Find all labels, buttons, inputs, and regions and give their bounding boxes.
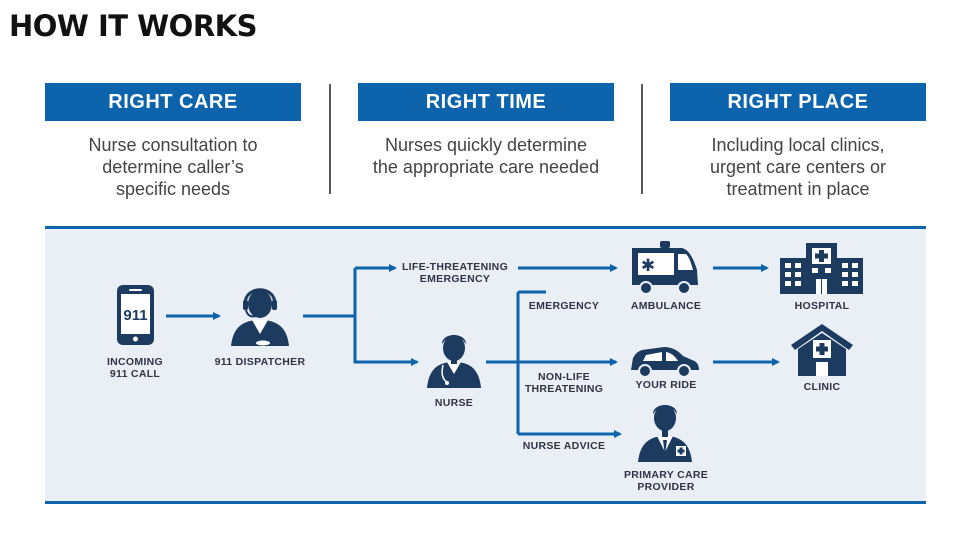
right-place-line-3: treatment in place xyxy=(726,179,870,199)
nurse-advice-label: NURSE ADVICE xyxy=(522,440,606,452)
dispatcher-icon xyxy=(231,288,289,346)
clinic-label: CLINIC xyxy=(803,381,841,393)
right-time-heading: RIGHT TIME xyxy=(358,83,614,121)
arrow-to-nurse xyxy=(353,316,419,366)
phone-number: 911 xyxy=(123,307,147,324)
dispatcher-label: 911 DISPATCHER xyxy=(214,356,306,368)
right-care-text: Nurse consultation to determine caller’s… xyxy=(45,134,301,200)
ambulance-icon: ✱ xyxy=(632,241,698,295)
emergency-label: EMERGENCY xyxy=(528,300,600,312)
right-time-line-1: Nurses quickly determine xyxy=(384,135,588,155)
incoming-call-label: INCOMING 911 CALL xyxy=(95,356,175,380)
your-ride-label: YOUR RIDE xyxy=(635,379,697,391)
primary-care-line-2: PROVIDER xyxy=(637,481,695,493)
phone-icon: 911 xyxy=(117,285,154,345)
non-life-threatening-line-1: NON-LIFE xyxy=(538,371,590,383)
right-place-heading: RIGHT PLACE xyxy=(670,83,926,121)
life-threatening-label: LIFE-THREATENING EMERGENCY xyxy=(395,261,515,285)
primary-care-line-1: PRIMARY CARE xyxy=(623,469,709,481)
primary-care-label: PRIMARY CARE PROVIDER xyxy=(612,469,720,493)
right-care-heading: RIGHT CARE xyxy=(45,83,301,121)
right-care-line-1: Nurse consultation to xyxy=(88,135,258,155)
non-life-threatening-line-2: THREATENING xyxy=(524,383,604,395)
right-time-line-2: the appropriate care needed xyxy=(372,157,600,177)
hospital-label: HOSPITAL xyxy=(794,300,850,312)
incoming-call-line-2: 911 CALL xyxy=(109,368,161,380)
right-care-line-3: specific needs xyxy=(115,179,231,199)
right-place-line-2: urgent care centers or xyxy=(709,157,887,177)
star-of-life-icon: ✱ xyxy=(641,256,655,276)
pillar-divider xyxy=(641,84,643,194)
line-dispatcher-branch xyxy=(303,268,357,318)
right-place-text: Including local clinics, urgent care cen… xyxy=(670,134,926,200)
nurse-icon xyxy=(427,335,481,388)
clinic-icon xyxy=(791,324,853,376)
right-place-line-1: Including local clinics, xyxy=(711,135,885,155)
flow-connectors xyxy=(166,264,780,438)
hospital-icon xyxy=(780,243,863,294)
right-time-text: Nurses quickly determine the appropriate… xyxy=(350,134,622,178)
non-life-threatening-label: NON-LIFE THREATENING xyxy=(520,371,608,395)
right-care-line-2: determine caller’s xyxy=(102,157,244,177)
life-threatening-line-1: LIFE-THREATENING xyxy=(401,261,509,273)
pillar-divider xyxy=(329,84,331,194)
doctor-icon xyxy=(638,405,692,462)
page-title: HOW IT WORKS xyxy=(9,9,258,43)
nurse-label: NURSE xyxy=(434,397,474,409)
incoming-call-line-1: INCOMING xyxy=(106,356,164,368)
car-icon xyxy=(631,347,699,378)
life-threatening-line-2: EMERGENCY xyxy=(419,273,491,285)
ambulance-label: AMBULANCE xyxy=(630,300,702,312)
